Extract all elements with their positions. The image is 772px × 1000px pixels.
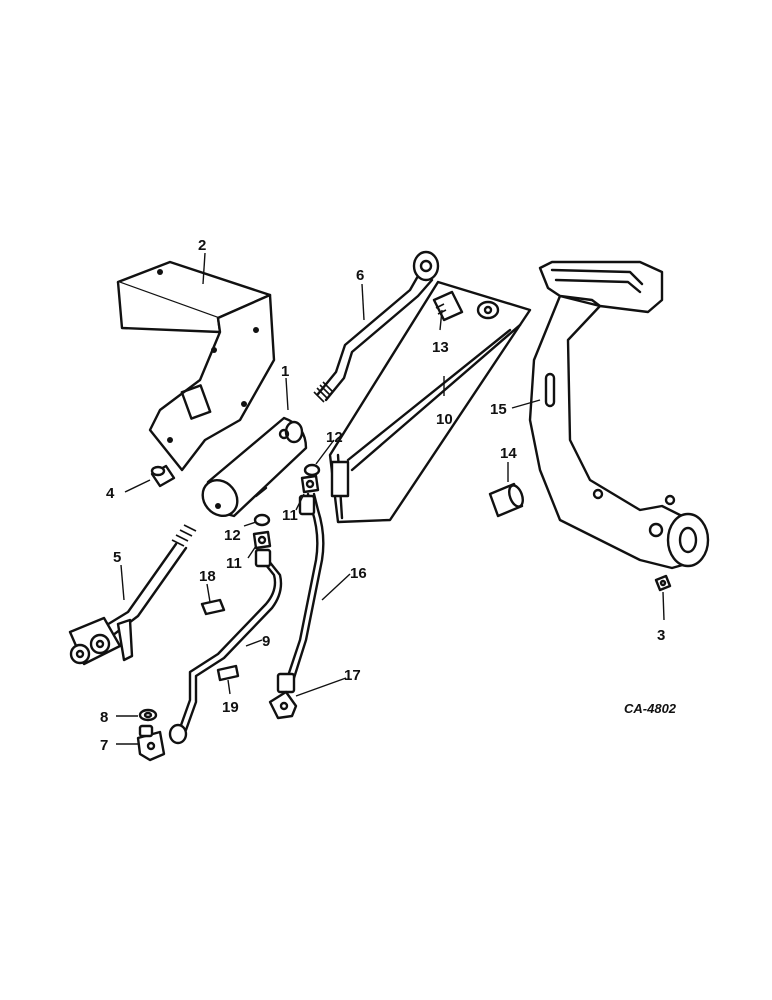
callout-12-upper: 12 (326, 429, 343, 446)
master-cylinder (201, 416, 308, 518)
callout-13: 13 (432, 339, 449, 356)
clip-18 (200, 598, 226, 616)
callout-16: 16 (350, 565, 367, 582)
callout-5: 5 (113, 549, 121, 566)
callout-12-lower: 12 (224, 527, 241, 544)
washer-8 (138, 708, 158, 722)
callout-10: 10 (436, 411, 453, 428)
callout-14: 14 (500, 445, 517, 462)
callout-18: 18 (199, 568, 216, 585)
callout-labels: 2 1 6 4 5 13 10 15 14 3 12 11 12 11 16 1… (100, 237, 665, 754)
tee-fitting-7 (136, 724, 166, 762)
callout-19: 19 (222, 699, 239, 716)
brake-line-9 (168, 548, 283, 745)
push-rod (313, 250, 440, 403)
brake-line-16 (276, 492, 325, 694)
retaining-clip-3 (654, 574, 672, 592)
leader-lines (116, 252, 665, 745)
figure-code: CA-4802 (624, 701, 677, 716)
brake-pedal (528, 260, 710, 570)
elbow-fitting-17 (268, 690, 298, 720)
mounting-bracket (116, 260, 276, 472)
callout-4: 4 (106, 485, 115, 502)
bushing-14 (488, 482, 524, 518)
callout-15: 15 (490, 401, 507, 418)
callout-17: 17 (344, 667, 361, 684)
callout-11-lower: 11 (226, 555, 242, 572)
clip-19 (216, 664, 240, 682)
callout-9: 9 (262, 633, 270, 650)
callout-2: 2 (198, 237, 206, 254)
lower-fitting-washer (252, 513, 272, 550)
callout-1: 1 (281, 363, 289, 380)
upper-fitting-washer (300, 463, 321, 494)
reservoir-bracket (328, 280, 532, 524)
callout-3: 3 (657, 627, 665, 644)
callout-11-upper: 11 (282, 507, 298, 524)
callout-6: 6 (356, 267, 364, 284)
clevis-rod (68, 524, 197, 666)
spacer-bushing (150, 464, 176, 488)
callout-7: 7 (100, 737, 108, 754)
callout-8: 8 (100, 709, 108, 726)
